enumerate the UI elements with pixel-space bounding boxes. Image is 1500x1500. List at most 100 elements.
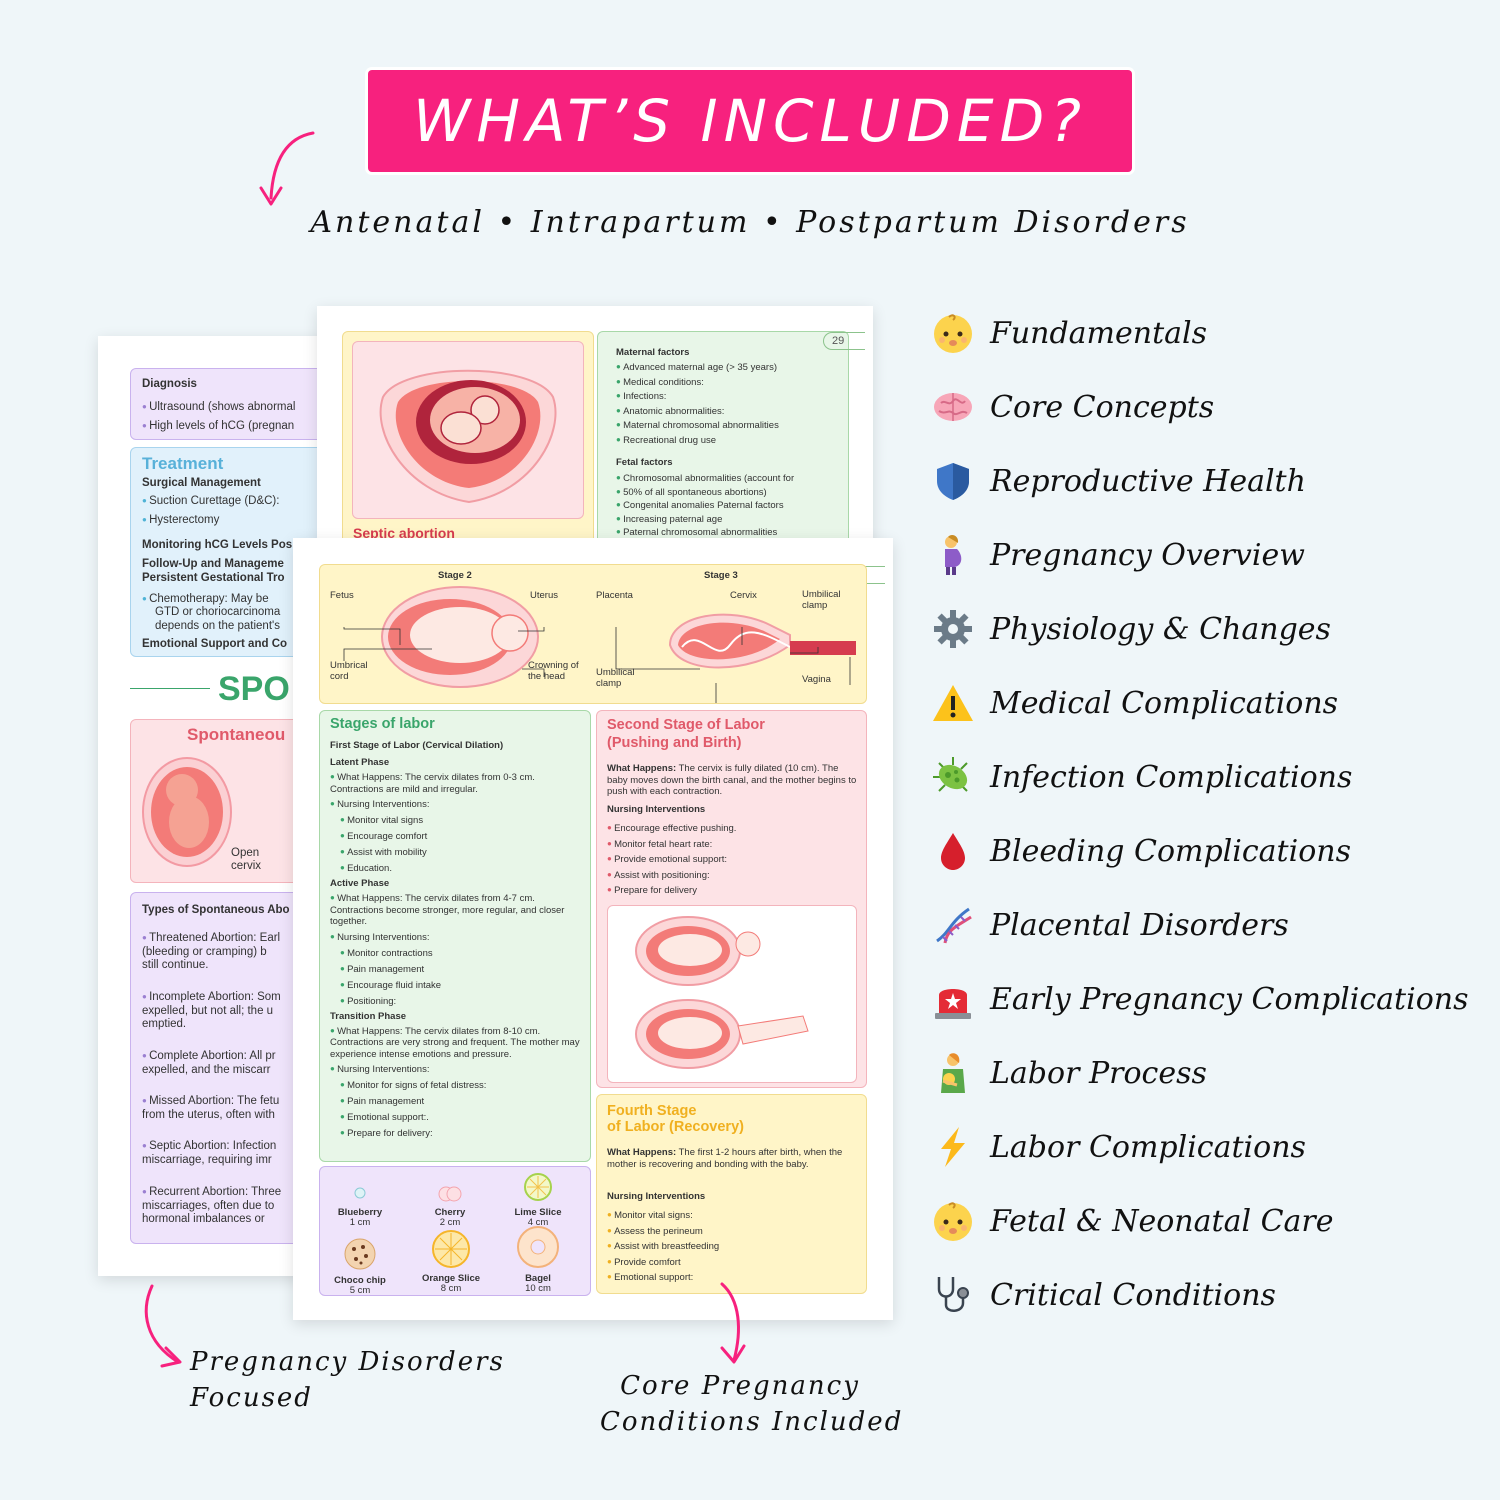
- fourth-what: What Happens: The first 1-2 hours after …: [607, 1147, 857, 1170]
- list-item: Hysterectomy: [142, 512, 219, 528]
- list-item: Incomplete Abortion: Som expelled, but n…: [142, 990, 281, 1032]
- list-item: Emotional support:: [607, 1270, 719, 1286]
- dilation-item: Bagel 10 cm: [506, 1225, 570, 1294]
- lightning-icon: [930, 1124, 976, 1170]
- topic-label: Fetal & Neonatal Care: [990, 1203, 1334, 1239]
- stages-title: Stages of labor: [330, 716, 435, 732]
- dilation-grid: Blueberry 1 cm Cherry 2 cm Lime Slice 4 …: [320, 1167, 590, 1295]
- fetal-list: Chromosomal abnormalities (account for 5…: [616, 471, 794, 539]
- dilation-size: 4 cm: [527, 1217, 549, 1228]
- list-item: Positioning:: [330, 994, 584, 1008]
- dilation-name: Blueberry: [337, 1207, 383, 1218]
- list-item: Monitor vital signs: [330, 813, 584, 827]
- dna-icon: [930, 902, 976, 948]
- divider: [130, 688, 210, 689]
- list-item: Pain management: [330, 1094, 584, 1108]
- list-item: Congenital anomalies Paternal factors: [616, 498, 794, 512]
- back-page-preview: Diagnosis Ultrasound (shows abnormal Hig…: [98, 336, 328, 1276]
- list-item: Encourage effective pushing.: [607, 821, 736, 837]
- crowning-label: Crowning of the head: [528, 660, 579, 682]
- stethoscope-icon: [930, 1272, 976, 1318]
- topic-item: Reproductive Health: [930, 456, 1306, 506]
- latent-title: Latent Phase: [330, 757, 390, 768]
- stage3-label: Stage 3: [704, 570, 738, 581]
- topic-label: Critical Conditions: [990, 1277, 1276, 1313]
- topic-label: Physiology & Changes: [990, 611, 1331, 647]
- diagnosis-title: Diagnosis: [142, 378, 197, 390]
- list-item: Suction Curettage (D&C):: [142, 493, 279, 509]
- choco-chip-icon: [344, 1238, 376, 1270]
- dilation-name: Choco chip: [334, 1275, 386, 1286]
- active-nursing: Nursing Interventions:: [330, 930, 584, 944]
- umbilical-clamp-label: Umbilical clamp: [802, 589, 841, 611]
- dilation-name: Bagel: [525, 1273, 551, 1284]
- topic-item: Fundamentals: [930, 308, 1207, 358]
- dilation-item: Blueberry 1 cm: [330, 1183, 390, 1228]
- septic-label: Septic abortion: [353, 525, 455, 541]
- placenta-label: Placenta: [596, 590, 633, 601]
- topic-item: Core Concepts: [930, 382, 1214, 432]
- list-item: Monitor vital signs:: [607, 1208, 719, 1224]
- list-item: Anatomic abnormalities:: [616, 404, 779, 419]
- middle-page-preview: Septic abortion Maternal factors Advance…: [317, 306, 873, 546]
- fetal-title: Fetal factors: [616, 457, 673, 468]
- blood-drop-icon: [930, 828, 976, 874]
- warning-icon: [930, 680, 976, 726]
- surgical-title: Surgical Management: [142, 477, 261, 489]
- blueberry-icon: [354, 1187, 366, 1199]
- list-item: GTD or choriocarcinoma: [155, 606, 281, 618]
- list-item: Assess the perineum: [607, 1224, 719, 1240]
- arrow-icon: [720, 1282, 746, 1364]
- baby-face-icon: [930, 310, 976, 356]
- title-banner: WHAT’S INCLUDED?: [368, 70, 1132, 172]
- diagnosis-box: Diagnosis Ultrasound (shows abnormal Hig…: [130, 368, 328, 440]
- followup-title: Follow-Up and Manageme: [142, 558, 284, 570]
- cervix-label: Cervix: [730, 590, 757, 601]
- microbe-icon: [930, 754, 976, 800]
- list-item: Maternal chromosomal abnormalities: [616, 418, 779, 433]
- topic-item: Labor Complications: [930, 1122, 1306, 1172]
- list-item: Chemotherapy: May be: [142, 591, 269, 607]
- list-item: Recreational drug use: [616, 433, 779, 448]
- list-item: Ultrasound (shows abnormal: [142, 399, 295, 415]
- list-item: Medical conditions:: [616, 375, 779, 390]
- uterus-label: Uterus: [530, 590, 558, 601]
- dilation-name: Orange Slice: [421, 1273, 481, 1284]
- second-what: What Happens: The cervix is fully dilate…: [607, 763, 857, 798]
- first-stage-title: First Stage of Labor (Cervical Dilation): [330, 740, 504, 751]
- spontaneous-title: Spontaneou: [187, 725, 286, 744]
- list-item: Chromosomal abnormalities (account for: [616, 471, 794, 485]
- list-item: Encourage fluid intake: [330, 978, 584, 992]
- dilation-name: Cherry: [434, 1207, 466, 1218]
- topic-label: Placental Disorders: [990, 907, 1289, 943]
- arrow-icon: [144, 1284, 182, 1368]
- dilation-name: Lime Slice: [514, 1207, 562, 1218]
- list-item: Monitor for signs of fetal distress:: [330, 1078, 584, 1092]
- brain-icon: [930, 384, 976, 430]
- dilation-item: Cherry 2 cm: [420, 1183, 480, 1228]
- gear-icon: [930, 606, 976, 652]
- birth-image-frame: [607, 905, 857, 1083]
- topic-item: Pregnancy Overview: [930, 530, 1305, 580]
- list-item: Assist with positioning:: [607, 868, 736, 884]
- list-item: Advanced maternal age (> 35 years): [616, 360, 779, 375]
- fourth-what-text: The first 1-2 hours after birth, when th…: [607, 1147, 843, 1170]
- risk-factors-box: Maternal factors Advanced maternal age (…: [597, 331, 849, 546]
- list-item: Pain management: [330, 962, 584, 976]
- callout-right: Core Pregnancy Conditions Included: [600, 1371, 904, 1437]
- list-item: Recurrent Abortion: Three miscarriages, …: [142, 1185, 281, 1227]
- list-item: Provide emotional support:: [607, 852, 736, 868]
- fetus-label: Fetus: [330, 590, 354, 601]
- topic-label: Medical Complications: [990, 685, 1339, 721]
- birth-diagram: [343, 586, 856, 703]
- septic-box: Septic abortion: [342, 331, 594, 546]
- topic-label: Core Concepts: [990, 389, 1215, 425]
- fetus-illustration: [142, 757, 232, 867]
- labor-stages-diagram: Stage 2 Stage 3 Fetus Uteru: [319, 564, 867, 704]
- topic-item: Labor Process: [930, 1048, 1207, 1098]
- list-item: Missed Abortion: The fetu from the uteru…: [142, 1094, 279, 1122]
- umbilical-cord-label: Umbrical cord: [330, 660, 368, 682]
- bagel-icon: [517, 1226, 559, 1268]
- topic-label: Fundamentals: [990, 315, 1208, 351]
- pregnant-woman-icon: [930, 532, 976, 578]
